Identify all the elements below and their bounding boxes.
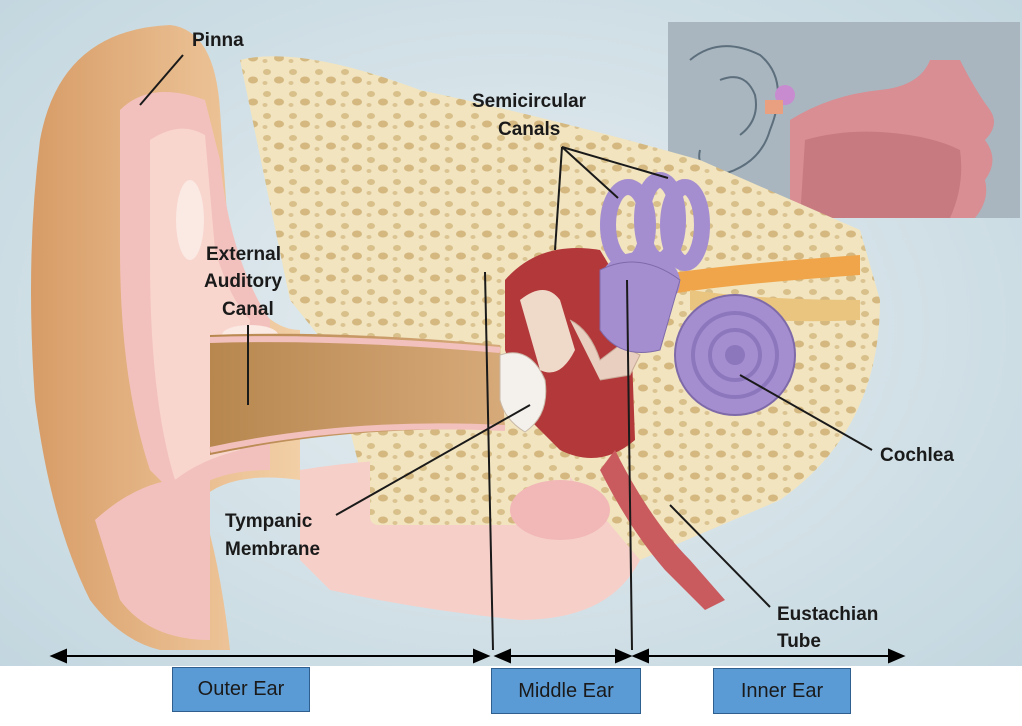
label-eustachian-1: Eustachian [777,604,878,625]
label-semicircular-1: Semicircular [472,91,587,112]
label-cochlea: Cochlea [880,445,954,466]
leader-lines [139,54,873,651]
label-tympanic-1: Tympanic [225,511,313,532]
label-external-3: Canal [222,299,274,320]
label-tympanic-2: Membrane [225,539,320,560]
label-external-1: External [206,244,281,265]
section-arrows [49,648,906,664]
middle-ear-box: Middle Ear [491,668,641,714]
label-external-2: Auditory [204,271,283,292]
label-pinna: Pinna [192,30,244,51]
ossicles [520,290,575,373]
inner-ear-box: Inner Ear [713,668,851,714]
outer-ear-box: Outer Ear [172,667,310,712]
label-eustachian-2: Tube [777,631,821,652]
label-semicircular-2: Canals [498,119,560,140]
eustachian-tube-shape [600,450,725,610]
cochlea-shape [674,294,796,416]
tympanic-membrane-shape [499,352,547,433]
